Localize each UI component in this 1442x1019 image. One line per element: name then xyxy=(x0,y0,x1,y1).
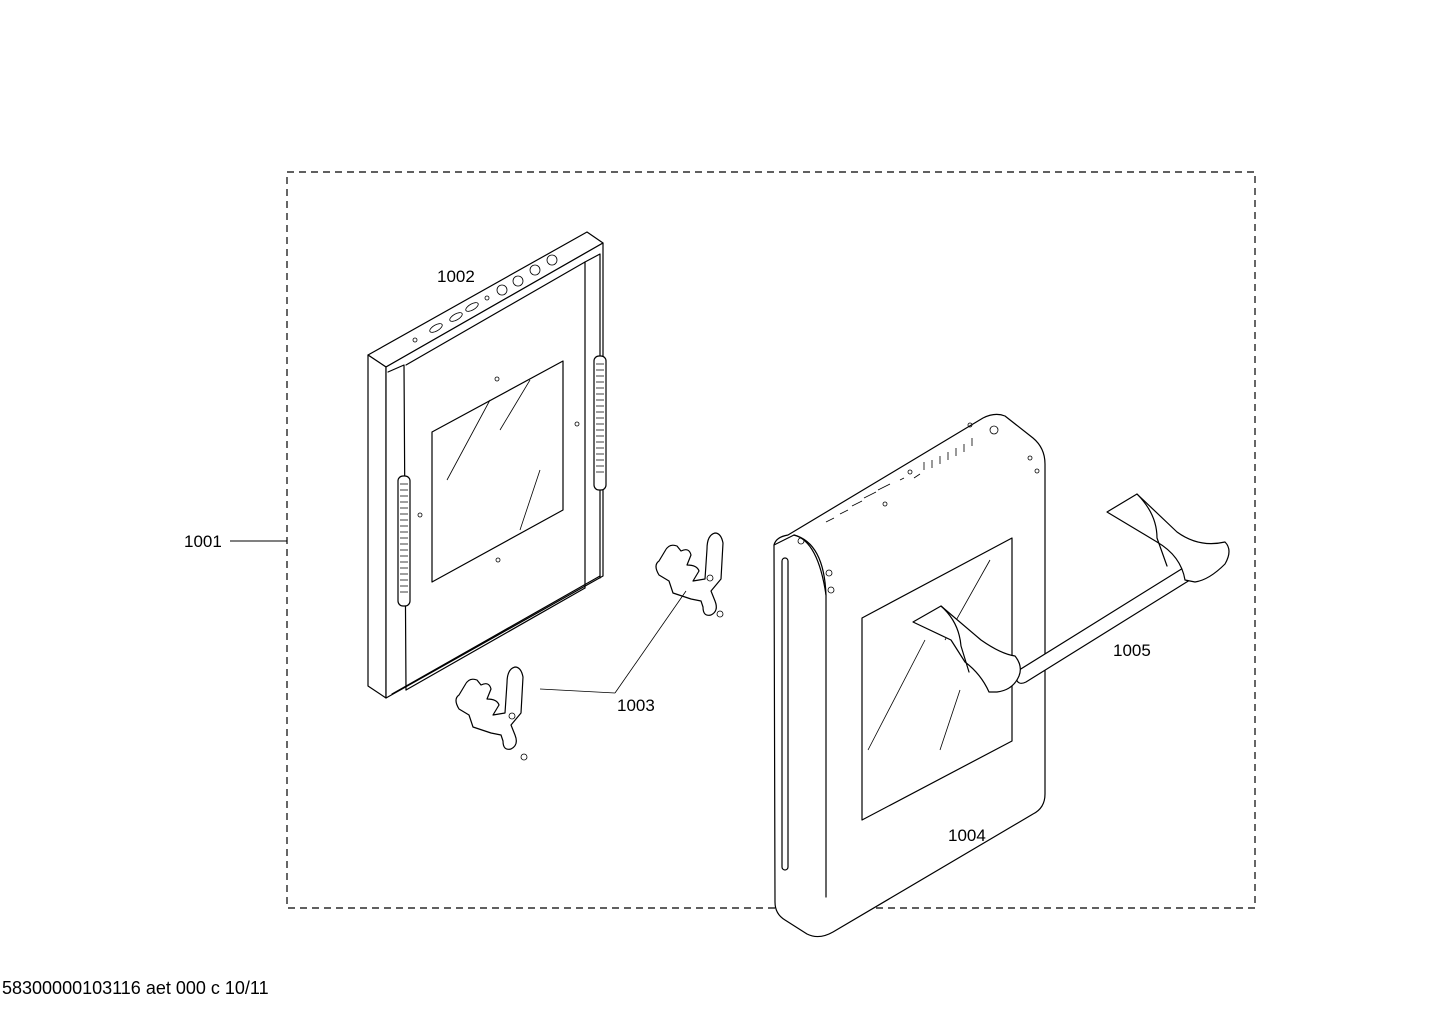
top-vent-slots xyxy=(412,254,558,343)
part-inner-door-frame xyxy=(367,231,607,699)
document-footer-code: 58300000103116 aet 000 c 10/11 xyxy=(2,978,269,998)
label-1002: 1002 xyxy=(437,267,475,286)
spring-right xyxy=(593,355,607,491)
hinge-upper xyxy=(655,532,724,618)
label-1005: 1005 xyxy=(1113,641,1151,660)
hinge-lower xyxy=(455,666,528,761)
part-handle xyxy=(912,493,1230,693)
label-1004: 1004 xyxy=(948,826,986,845)
label-1001: 1001 xyxy=(184,532,222,551)
part-outer-door xyxy=(773,413,1046,938)
assembly-boundary xyxy=(286,171,1256,909)
hinge-leader-lines xyxy=(539,590,687,694)
outer-door-vents xyxy=(797,422,1040,594)
label-1003: 1003 xyxy=(617,696,655,715)
spring-left xyxy=(397,475,411,607)
